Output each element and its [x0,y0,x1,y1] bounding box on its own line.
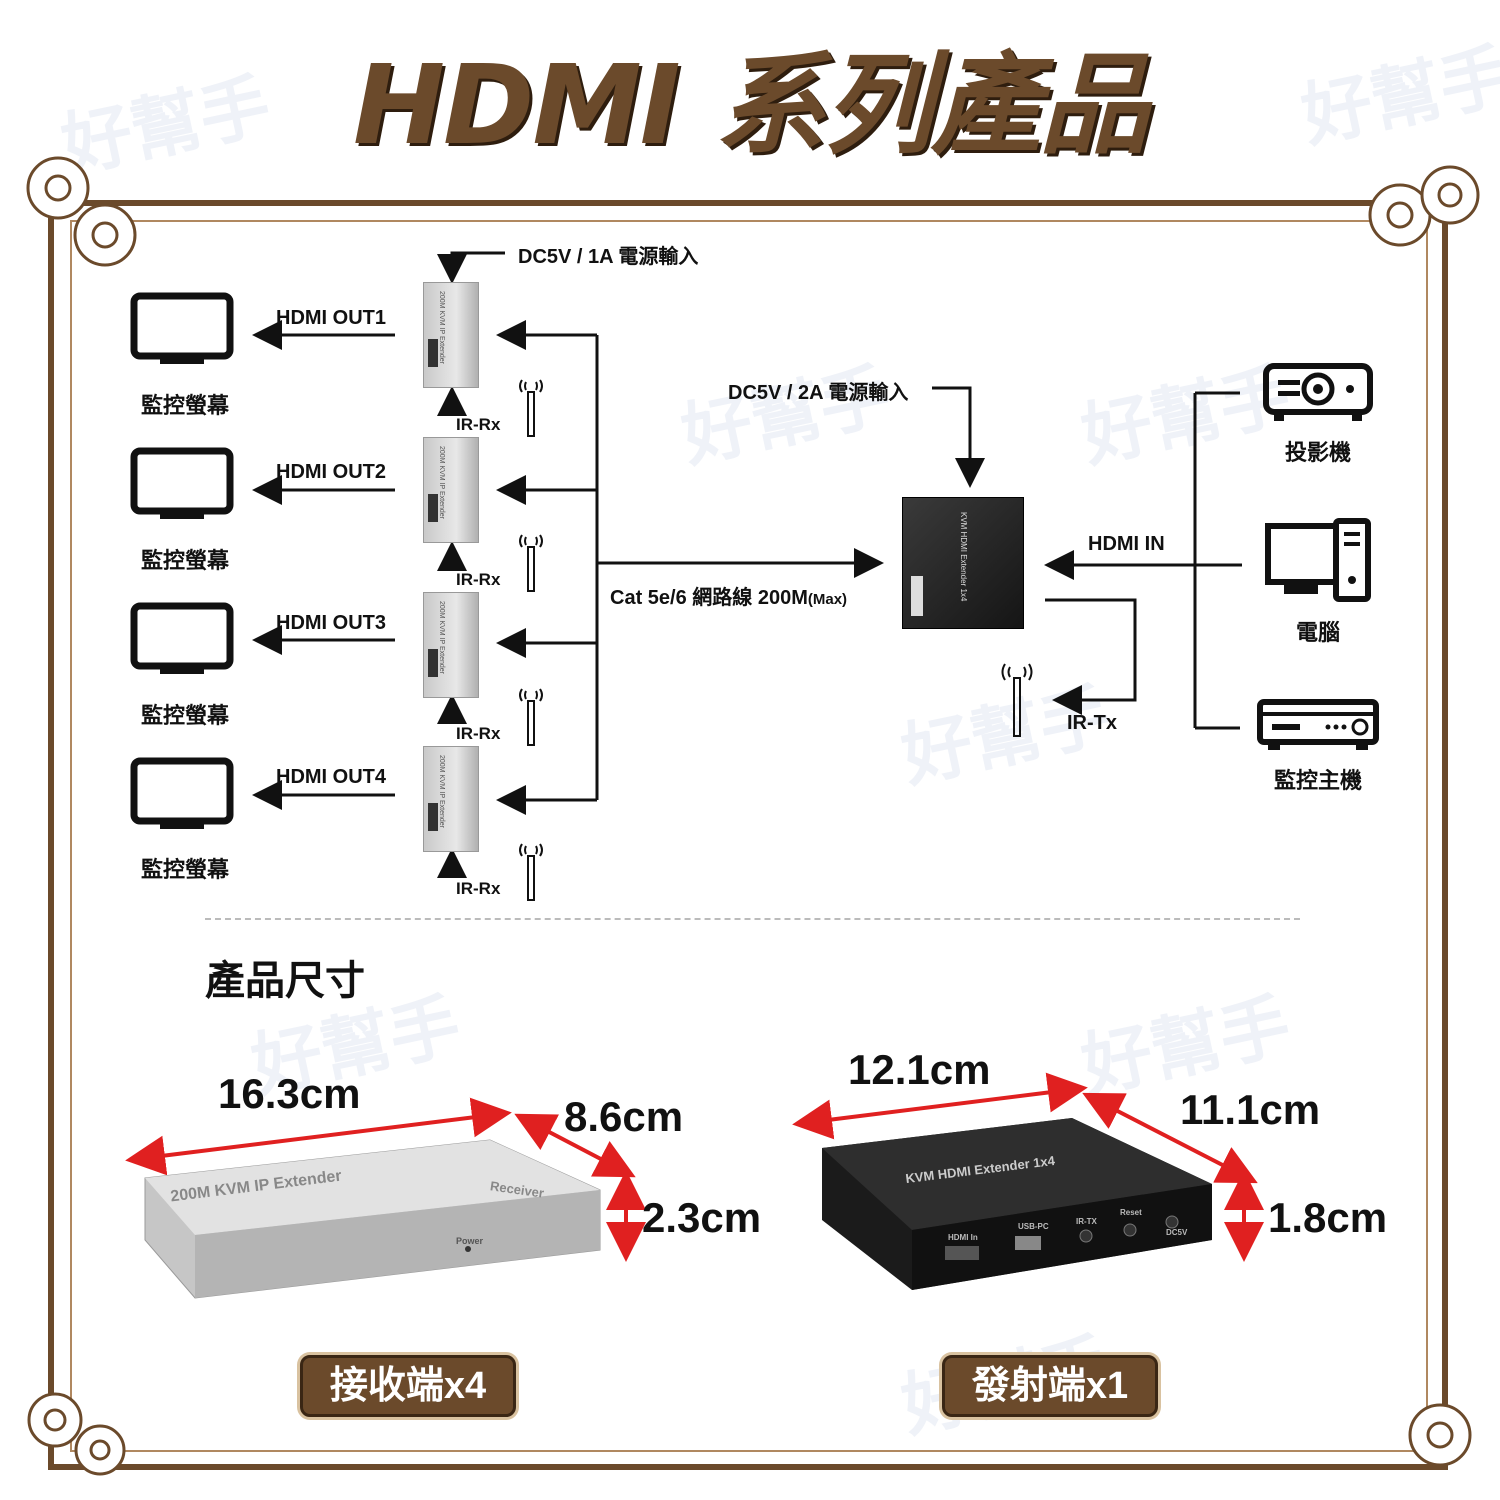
monitor-icon [130,602,234,674]
transmitter-product [822,1118,1212,1290]
section-divider [205,918,1300,920]
transmitter-power-label: DC5V / 2A 電源輸入 [728,382,909,404]
ir-antenna-icon [519,688,543,746]
transmitter-length: 12.1cm [848,1046,991,1093]
monitor-label: 監控螢幕 [140,393,229,418]
dimension-arrows [125,1072,1264,1299]
source-label: 電腦 [1295,620,1340,645]
transmitter-quantity-badge: 發射端x1 [942,1355,1158,1417]
port-label: Reset [1120,1208,1142,1217]
transmitter-width: 11.1cm [1180,1086,1321,1133]
connection-lines [252,251,1242,878]
ir-antenna-icon [519,843,543,901]
receiver-unit: 200M KVM IP Extender [423,282,479,388]
source-label: 監控主機 [1273,768,1362,793]
ir-antenna-icon [519,534,543,592]
hdmi-out-label: HDMI OUT2 [276,461,386,483]
receiver-length: 16.3cm [218,1070,361,1117]
gear-icon [27,1392,126,1476]
hdmi-in-label: HDMI IN [1088,533,1165,555]
monitor-label: 監控螢幕 [140,857,229,882]
receiver-unit: 200M KVM IP Extender [423,746,479,852]
receiver-width: 8.6cm [564,1093,684,1140]
computer-icon [1265,518,1371,602]
outer-frame [48,200,1448,1470]
ir-antenna-icon [519,379,543,437]
port-label: DC5V [1166,1228,1188,1237]
receiver-unit: 200M KVM IP Extender [423,592,479,698]
ir-rx-label: IR-Rx [456,724,501,743]
dvr-icon [1257,699,1379,750]
receiver-unit: 200M KVM IP Extender [423,437,479,543]
receiver-port-label: Power [456,1236,484,1246]
ir-tx-label: IR-Tx [1067,712,1117,734]
hdmi-out-label: HDMI OUT3 [276,612,386,634]
monitor-icon [130,447,234,519]
monitor-icon [130,757,234,829]
gear-icon [1368,165,1480,247]
projector-icon [1263,363,1373,421]
ir-rx-label: IR-Rx [456,415,501,434]
monitor-label: 監控螢幕 [140,703,229,728]
ir-antenna-icon [1001,663,1033,737]
monitor-icon [130,292,234,364]
dimensions-title: 產品尺寸 [205,959,365,1003]
page-title: HDMI 系列產品 [352,41,1149,169]
transmitter-height: 1.8cm [1268,1194,1388,1241]
port-label: USB-PC [1018,1222,1049,1231]
port-label: HDMI In [948,1233,978,1242]
monitor-label: 監控螢幕 [140,548,229,573]
gear-icon [1408,1403,1472,1467]
receiver-product [144,1139,601,1299]
hdmi-out-label: HDMI OUT1 [276,307,386,329]
inner-frame [70,220,1428,1452]
ir-rx-label: IR-Rx [456,879,501,898]
receiver-quantity-badge: 接收端x4 [300,1355,516,1417]
ir-rx-label: IR-Rx [456,570,501,589]
transmitter-unit: KVM HDMI Extender 1x4 [902,497,1024,629]
source-label: 投影機 [1284,440,1351,465]
hdmi-out-label: HDMI OUT4 [276,766,386,788]
receiver-height: 2.3cm [642,1194,762,1241]
receiver-power-label: DC5V / 1A 電源輸入 [518,246,699,268]
gear-icon [26,156,137,267]
cable-label: Cat 5e/6 網路線 200M(Max) [610,587,848,609]
port-label: IR-TX [1076,1217,1097,1226]
